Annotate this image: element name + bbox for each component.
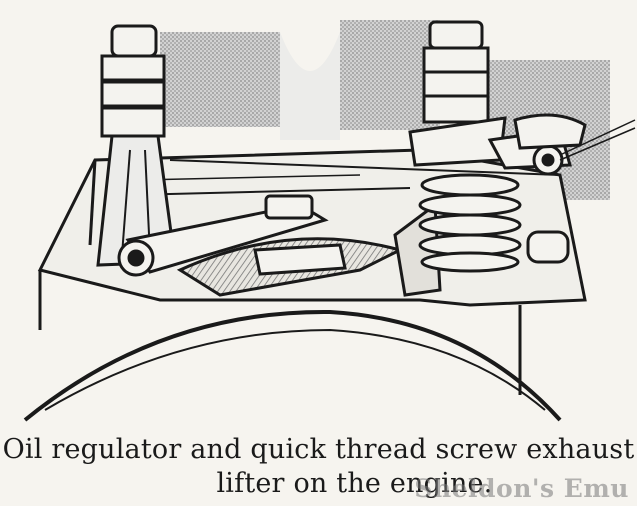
exhaust-lifter-assembly (408, 20, 636, 273)
caption-line-1: Oil regulator and quick thread screw exh… (2, 434, 635, 465)
watermark: Sheldon's Emu (414, 474, 629, 503)
caption-line-2: lifter on the engine. (216, 468, 493, 499)
cylinder-barrel (23, 270, 562, 422)
left-valve-assembly (96, 24, 177, 267)
oil-regulator-lever (117, 194, 442, 297)
engine-illustration (23, 20, 636, 422)
